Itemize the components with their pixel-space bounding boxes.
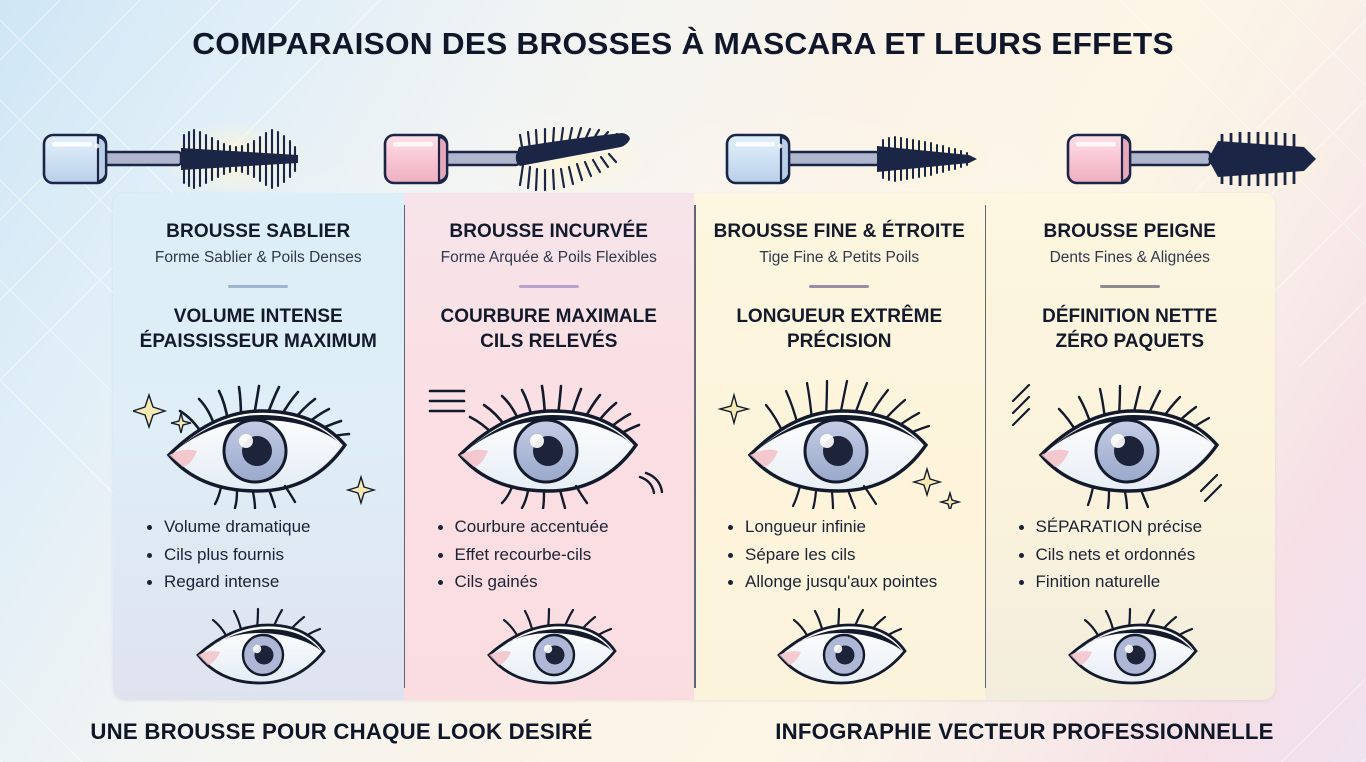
small-eye-icon <box>196 607 326 685</box>
column-3-eye-small <box>694 600 985 692</box>
column-brousse-peigne[interactable]: BROUSSE PEIGNE Dents Fines & Alignées DÉ… <box>984 193 1276 700</box>
column-2-eye-illustration <box>404 371 695 511</box>
column-1-effect-line1: VOLUME INTENSE <box>173 305 343 327</box>
column-1-eye-small <box>113 600 404 692</box>
list-item: Cils gainés <box>437 568 685 596</box>
column-brousse-incurvee[interactable]: BROUSSE INCURVÉE Forme Arquée & Poils Fl… <box>403 193 695 700</box>
column-1-bullets: Volume dramatique Cils plus fournis Rega… <box>113 513 404 596</box>
comb-brush-icon <box>1066 123 1331 195</box>
brush-illustration-row <box>0 118 1366 200</box>
column-2-subtitle: Forme Arquée & Poils Flexibles <box>440 249 657 266</box>
curled-lash-eye-icon <box>428 384 663 509</box>
defined-lash-eye-icon <box>1011 383 1222 509</box>
list-item: Courbure accentuée <box>437 513 685 541</box>
list-item: Finition naturelle <box>1018 568 1266 596</box>
column-4-effect-line2: ZÉRO PAQUETS <box>1055 330 1205 352</box>
list-item: Sépare les cils <box>728 541 975 569</box>
list-item: SÉPARATION précise <box>1018 513 1266 541</box>
small-eye-icon <box>1067 607 1198 685</box>
column-3-name: BROUSSE FINE & ÉTROITE <box>713 221 965 242</box>
column-1-eye-illustration <box>113 371 404 511</box>
column-2-effect-line2: CILS RELEVÉS <box>480 330 618 352</box>
comparison-panels: BROUSSE SABLIER Forme Sablier & Poils De… <box>113 193 1275 700</box>
column-3-eye-illustration <box>694 371 985 511</box>
footer: UNE BROUSSE POUR CHAQUE LOOK DESIRÉ INFO… <box>0 719 1366 745</box>
column-2-bullets: Courbure accentuée Effet recourbe-cils C… <box>404 513 695 596</box>
small-eye-icon <box>777 607 907 685</box>
brush-cell-1 <box>0 118 342 200</box>
brush-cell-4 <box>1025 118 1366 200</box>
column-1-effect-line2: ÉPAISSISSEUR MAXIMUM <box>139 330 377 352</box>
brush-cell-3 <box>683 118 1025 200</box>
footer-left-text: UNE BROUSSE POUR CHAQUE LOOK DESIRÉ <box>90 719 593 744</box>
column-1-divider <box>228 285 289 288</box>
column-4-divider <box>1099 285 1160 288</box>
column-3-effect-line1: LONGUEUR EXTRÊME <box>736 305 943 327</box>
column-2-eye-small <box>404 600 695 692</box>
curved-brush-icon <box>383 121 648 197</box>
motion-lines-icon <box>428 389 466 413</box>
column-brousse-sablier[interactable]: BROUSSE SABLIER Forme Sablier & Poils De… <box>113 193 404 700</box>
column-4-head: BROUSSE PEIGNE Dents Fines & Alignées DÉ… <box>985 221 1276 354</box>
slim-tapered-brush-icon <box>725 125 989 193</box>
list-item: Volume dramatique <box>147 513 394 541</box>
list-item: Cils nets et ordonnés <box>1018 541 1266 569</box>
list-item: Longueur infinie <box>728 513 975 541</box>
column-4-effect-line1: DÉFINITION NETTE <box>1042 305 1218 327</box>
list-item: Effet recourbe-cils <box>437 541 685 569</box>
column-4-name: BROUSSE PEIGNE <box>1043 221 1216 242</box>
footer-right-wrap: INFOGRAPHIE VECTEUR PROFESSIONNELLE <box>683 719 1366 745</box>
column-3-head: BROUSSE FINE & ÉTROITE Tige Fine & Petit… <box>694 221 985 354</box>
column-3-bullets: Longueur infinie Sépare les cils Allonge… <box>694 513 985 596</box>
list-item: Regard intense <box>147 568 394 596</box>
brush-cell-2 <box>342 118 684 200</box>
footer-left-wrap: UNE BROUSSE POUR CHAQUE LOOK DESIRÉ <box>0 719 683 745</box>
column-1-subtitle: Forme Sablier & Poils Denses <box>154 249 362 266</box>
hourglass-brush-icon <box>42 121 306 197</box>
small-eye-icon <box>486 607 617 685</box>
column-2-name: BROUSSE INCURVÉE <box>449 221 649 242</box>
dramatic-lash-eye-icon <box>133 384 377 509</box>
footer-right-text: INFOGRAPHIE VECTEUR PROFESSIONNELLE <box>775 719 1274 744</box>
list-item: Cils plus fournis <box>147 541 394 569</box>
infographic-title-wrap: COMPARAISON DES BROSSES À MASCARA ET LEU… <box>0 26 1366 62</box>
column-4-eye-small <box>985 600 1276 692</box>
list-item: Allonge jusqu'aux pointes <box>728 568 975 596</box>
column-1-head: BROUSSE SABLIER Forme Sablier & Poils De… <box>113 221 404 354</box>
column-2-effect-line1: COURBURE MAXIMALE <box>440 305 657 327</box>
column-4-eye-illustration <box>985 371 1276 511</box>
column-brousse-fine-etroite[interactable]: BROUSSE FINE & ÉTROITE Tige Fine & Petit… <box>694 193 985 700</box>
column-4-subtitle: Dents Fines & Alignées <box>1049 249 1210 266</box>
column-2-divider <box>518 285 579 288</box>
column-3-divider <box>809 285 870 288</box>
page-title: COMPARAISON DES BROSSES À MASCARA ET LEU… <box>192 26 1174 61</box>
column-3-subtitle: Tige Fine & Petits Poils <box>759 249 920 266</box>
column-3-effect-line2: PRÉCISION <box>786 330 892 352</box>
column-2-head: BROUSSE INCURVÉE Forme Arquée & Poils Fl… <box>404 221 695 354</box>
column-4-bullets: SÉPARATION précise Cils nets et ordonnés… <box>985 513 1276 596</box>
long-lash-eye-icon <box>717 379 962 509</box>
hatch-lines-icon <box>1011 383 1222 503</box>
column-1-name: BROUSSE SABLIER <box>166 221 351 242</box>
